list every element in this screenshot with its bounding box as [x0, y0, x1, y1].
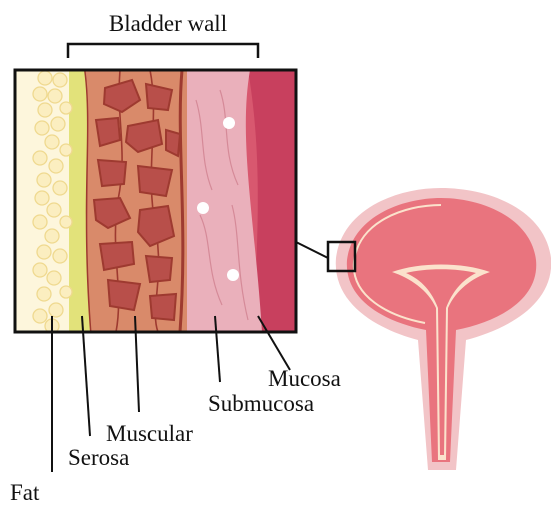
fat-cell	[38, 71, 52, 85]
serosa-leader	[82, 316, 90, 436]
fat-cell	[33, 87, 47, 101]
muscle-bundle	[98, 160, 126, 186]
muscle-bundle	[138, 166, 172, 196]
fat-cell	[53, 73, 67, 87]
fat-cell	[51, 117, 65, 131]
submucosa-vessel	[197, 202, 209, 214]
fat-cell	[45, 135, 59, 149]
fat-cell	[38, 103, 52, 117]
fat-cell	[33, 151, 47, 165]
fat-cell	[37, 245, 51, 259]
muscle-bundle	[146, 256, 172, 282]
fat-cell	[35, 121, 49, 135]
muscle-bundle	[100, 242, 134, 270]
muscle-bundle	[96, 118, 120, 146]
fat-cell	[60, 144, 72, 156]
wall-cross-section	[15, 70, 296, 333]
fat-cell	[33, 263, 47, 277]
fat-cell	[53, 249, 67, 263]
fat-cell	[37, 287, 51, 301]
submucosa-vessel	[227, 269, 239, 281]
fat-cell	[33, 215, 47, 229]
fat-cell	[47, 271, 61, 285]
fat-cell	[60, 102, 72, 114]
muscle-bundle	[150, 294, 176, 320]
fat-cell	[45, 229, 59, 243]
label-submucosa: Submucosa	[208, 391, 314, 416]
fat-cell	[48, 89, 62, 103]
muscle-bundle	[166, 130, 180, 156]
bladder-wall-bracket	[68, 44, 258, 58]
fat-cell	[60, 286, 72, 298]
inset-connector	[296, 242, 328, 258]
diagram-title: Bladder wall	[109, 11, 227, 36]
fat-cell	[53, 181, 67, 195]
muscle-bundle	[108, 280, 140, 310]
fat-cell	[49, 303, 63, 317]
fat-cell	[37, 173, 51, 187]
fat-cell	[47, 203, 61, 217]
fat-cell	[60, 216, 72, 228]
label-muscular: Muscular	[106, 421, 193, 446]
bladder-illustration	[328, 188, 551, 470]
label-fat: Fat	[10, 480, 40, 505]
label-serosa: Serosa	[68, 445, 129, 470]
fat-cell	[49, 159, 63, 173]
fat-cell	[35, 191, 49, 205]
fat-cell	[33, 309, 47, 323]
label-mucosa: Mucosa	[268, 366, 341, 391]
submucosa-vessel	[223, 117, 235, 129]
